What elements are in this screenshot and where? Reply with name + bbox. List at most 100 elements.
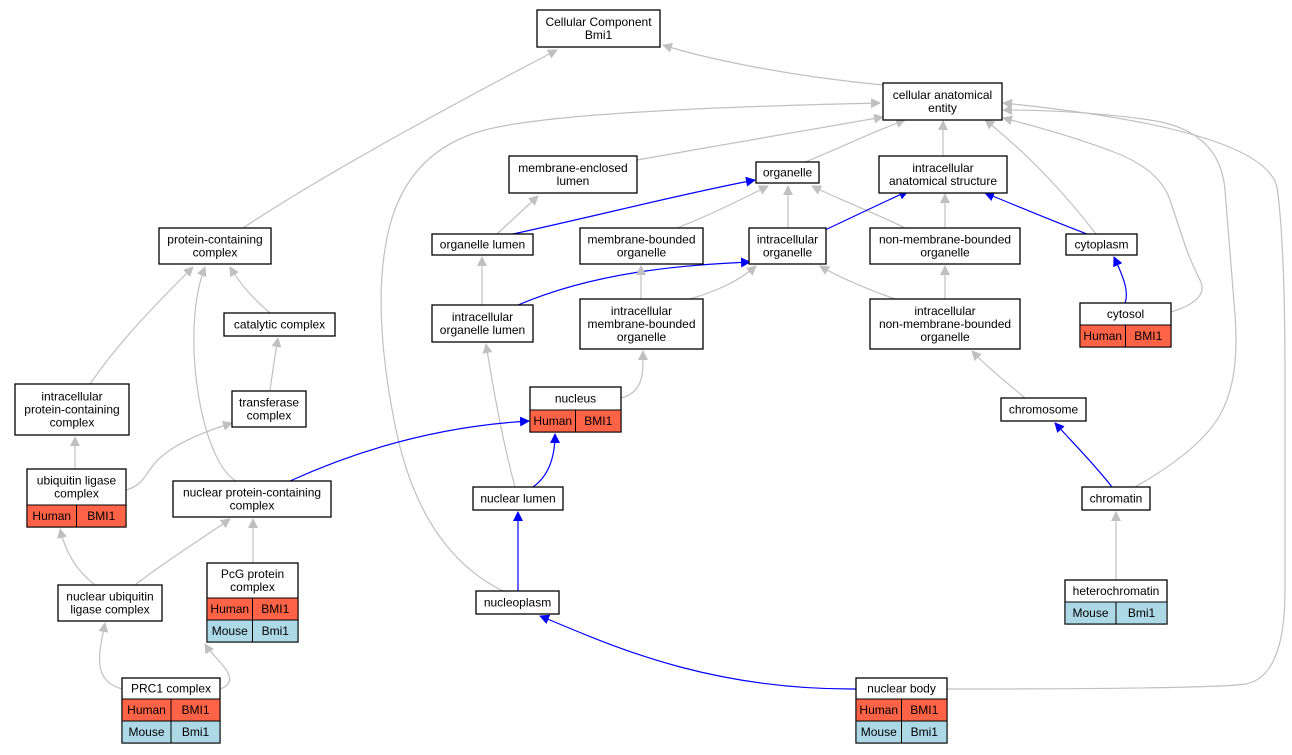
node-nucleoplasm[interactable]: nucleoplasm (475, 590, 560, 615)
node-box (172, 480, 332, 518)
edge-nucleus-to-intracellular-membrane-bounded-organelle (620, 350, 649, 399)
edge-prc1-complex-to-nuclear-ubiquitin-ligase-complex (98, 622, 123, 690)
node-box (882, 82, 1003, 121)
edge-intracellular-organelle-to-intracellular-anatomical-structure (824, 190, 909, 231)
edge-nucleoplasm-to-cellular-anatomical-entity (380, 98, 881, 592)
edge-membrane-bounded-organelle-to-organelle (676, 185, 769, 229)
edge-organelle-to-cellular-anatomical-entity (804, 118, 906, 163)
gene-cell (76, 504, 127, 528)
node-organelle-lumen[interactable]: organelle lumen (431, 233, 534, 256)
node-label-line: organelle (617, 246, 667, 260)
node-label-line: entity (928, 101, 957, 115)
node-box (579, 227, 704, 265)
gene-cell (252, 619, 299, 643)
node-label-line: membrane-bounded (587, 317, 695, 331)
edge-ubiquitin-ligase-complex-to-transferase-complex (125, 420, 233, 491)
node-label-line: nuclear protein-containing (183, 486, 321, 500)
node-label-line: nucleoplasm (484, 596, 551, 610)
node-label-line: lumen (557, 174, 590, 188)
node-label-line: cytosol (1107, 307, 1144, 321)
node-label-line: organelle (763, 166, 813, 180)
edge-nuclear-body-to-nucleoplasm (539, 614, 857, 690)
gene-label: Bmi1 (911, 725, 939, 739)
node-label-line: organelle lumen (440, 238, 525, 252)
species-label: Human (859, 703, 898, 717)
edge-layer (57, 43, 1286, 690)
gene-label: BMI1 (1134, 329, 1162, 343)
edge-chromatin-to-cellular-anatomical-entity (1002, 105, 1237, 488)
node-label-line: non-membrane-bounded (879, 317, 1011, 331)
edge-nuclear-ubiquitin-ligase-complex-to-ubiquitin-ligase-complex (57, 528, 96, 586)
edge-nuclear-lumen-to-intracellular-organelle-lumen (482, 343, 516, 488)
edge-nuclear-lumen-to-nucleus (532, 433, 560, 488)
gene-label: BMI1 (261, 602, 289, 616)
gene-label: Bmi1 (1128, 606, 1156, 620)
node-label-line: cellular anatomical (893, 88, 992, 102)
node-intracellular-non-membrane-bounded-organelle[interactable]: intracellularnon-membrane-boundedorganel… (869, 298, 1021, 350)
node-label-line: nuclear ubiquitin (66, 590, 153, 604)
node-box (431, 304, 534, 343)
gene-label: Bmi1 (262, 624, 290, 638)
node-box (869, 298, 1021, 350)
node-label-line: complex (193, 246, 238, 260)
node-label-line: complex (54, 487, 99, 501)
node-box (536, 9, 661, 48)
node-chromosome[interactable]: chromosome (1000, 397, 1087, 422)
node-label-line: organelle (920, 330, 970, 344)
edge-nuclear-body-to-cellular-anatomical-entity (946, 98, 1286, 690)
gene-cell (1125, 324, 1172, 348)
species-label: Human (127, 703, 166, 717)
node-organelle[interactable]: organelle (755, 161, 820, 184)
gene-label: Bmi1 (182, 725, 210, 739)
node-label-line: ubiquitin ligase (37, 474, 117, 488)
node-box (231, 390, 307, 428)
edge-cytosol-to-cellular-anatomical-entity (1002, 115, 1203, 313)
node-label-line: chromosome (1009, 403, 1079, 417)
species-label: Mouse (1072, 606, 1108, 620)
edge-intracellular-non-membrane-bounded-organelle-to-intracellular-organelle (819, 265, 896, 300)
node-box (1065, 233, 1138, 256)
node-cytoplasm[interactable]: cytoplasm (1065, 233, 1138, 256)
node-box (475, 590, 560, 615)
node-label-line: organelle (920, 246, 970, 260)
species-label: Mouse (861, 725, 897, 739)
species-label: Human (533, 414, 572, 428)
node-box (1000, 397, 1087, 422)
node-chromatin[interactable]: chromatin (1081, 486, 1151, 511)
node-label-line: heterochromatin (1073, 584, 1160, 598)
node-nuclear-lumen[interactable]: nuclear lumen (472, 486, 564, 511)
node-catalytic-complex[interactable]: catalytic complex (223, 312, 336, 337)
node-box (579, 298, 704, 350)
gene-label: BMI1 (910, 703, 938, 717)
node-label-line: organelle (763, 246, 813, 260)
gene-label: BMI1 (584, 414, 612, 428)
species-label: Human (32, 509, 71, 523)
node-box (472, 486, 564, 511)
node-label-line: nuclear lumen (480, 492, 555, 506)
node-label-line: anatomical structure (889, 174, 997, 188)
node-box (14, 383, 130, 436)
